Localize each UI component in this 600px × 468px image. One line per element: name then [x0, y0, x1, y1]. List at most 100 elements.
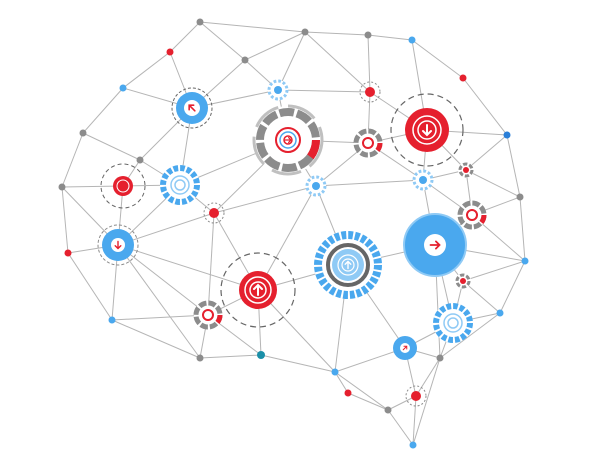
arrow-path	[344, 260, 352, 270]
red-node	[166, 48, 174, 56]
edge-line	[367, 34, 371, 93]
ring	[170, 175, 190, 195]
edge-line	[82, 132, 141, 161]
edge-line	[412, 357, 441, 446]
blue-node	[496, 309, 504, 317]
teal-node	[257, 351, 265, 359]
gray-node	[58, 183, 66, 191]
edge-line	[257, 185, 317, 291]
edge-line	[347, 392, 389, 411]
edge-line	[412, 395, 417, 446]
segment-ring	[305, 175, 327, 197]
node-dot	[433, 303, 473, 343]
ring	[341, 258, 355, 272]
gray-node	[241, 56, 249, 64]
arrow-icon	[188, 104, 196, 112]
node-dot	[460, 278, 466, 284]
red-node	[459, 74, 467, 82]
gray-node	[136, 156, 144, 164]
ring	[412, 115, 442, 145]
edge-line	[82, 87, 124, 134]
ring	[202, 309, 214, 321]
edge-line	[334, 371, 349, 394]
edge-line	[61, 132, 84, 188]
red-node	[209, 208, 219, 218]
gray-node	[301, 28, 309, 36]
ring	[244, 276, 272, 304]
gray-node	[436, 354, 444, 362]
ring	[275, 127, 301, 153]
red-node	[64, 249, 72, 257]
edge-line	[462, 77, 508, 136]
edge-line	[304, 31, 369, 36]
node-dot	[354, 129, 382, 157]
network-nodes	[58, 18, 529, 449]
edge-line	[315, 179, 424, 187]
edge-line	[111, 314, 209, 321]
edge-line	[277, 31, 306, 91]
edge-line	[67, 252, 113, 321]
edge-line	[387, 409, 414, 446]
red-node	[411, 391, 421, 401]
ring	[116, 179, 130, 193]
arrow-path	[114, 240, 122, 250]
ring	[403, 213, 467, 277]
arrow-path	[188, 104, 196, 112]
blue-node	[521, 257, 529, 265]
arrow-icon	[429, 240, 441, 250]
edge-line	[199, 354, 262, 359]
dashed-ring	[97, 224, 139, 266]
node-dot	[274, 86, 282, 94]
red-segment	[193, 300, 223, 330]
edge-line	[462, 280, 501, 314]
ring	[362, 137, 374, 149]
ring	[174, 179, 186, 191]
ring	[447, 317, 459, 329]
red-node	[344, 389, 352, 397]
arrow-path	[284, 136, 292, 144]
ring	[417, 120, 437, 140]
ring	[279, 131, 297, 149]
red-segment	[256, 108, 320, 172]
dashed-ring	[405, 385, 427, 407]
red-hub	[113, 176, 133, 196]
edge-line	[117, 244, 201, 359]
blue-node	[503, 131, 511, 139]
edge-line	[213, 185, 317, 214]
edge-line	[462, 260, 526, 282]
edge-line	[61, 186, 69, 254]
edge-line	[304, 31, 371, 93]
edge-line	[117, 244, 209, 316]
edge-line	[277, 89, 371, 93]
segment-ring	[160, 165, 200, 205]
arrow-path	[253, 283, 263, 296]
arrow-icon	[114, 240, 122, 250]
edge-line	[61, 185, 124, 188]
dashed-ring	[220, 252, 296, 328]
edge-line	[169, 21, 201, 53]
edge-line	[387, 395, 417, 411]
dashed-ring	[171, 87, 213, 129]
edge-line	[117, 212, 215, 246]
red-segment	[457, 200, 487, 230]
blue-node	[408, 36, 416, 44]
edge-line	[244, 31, 306, 61]
arrow-icon	[344, 260, 352, 270]
edge-line	[519, 196, 526, 262]
ring	[283, 135, 293, 145]
ring	[466, 209, 478, 221]
node-dot	[458, 201, 486, 229]
edge-line	[199, 21, 306, 33]
node-dot	[463, 167, 469, 173]
arrow-icon	[422, 124, 432, 137]
edge-line	[117, 244, 259, 291]
edge-line	[367, 34, 413, 41]
edge-line	[199, 21, 246, 61]
edge-line	[465, 134, 508, 171]
arrow-icon	[253, 283, 263, 296]
edge-line	[411, 39, 464, 79]
ring	[337, 254, 359, 276]
node-dot	[194, 301, 222, 329]
